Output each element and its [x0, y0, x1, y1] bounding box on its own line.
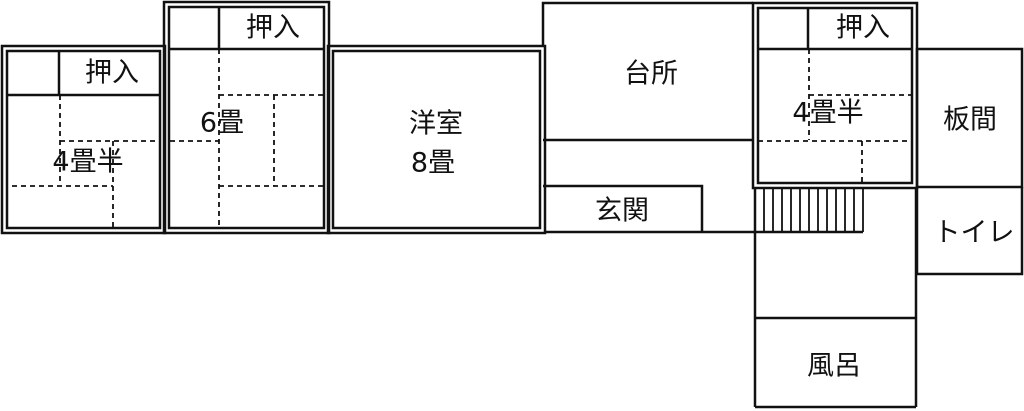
toilet-label: トイレ — [933, 217, 1015, 249]
kitchen-label: 台所 — [624, 58, 678, 90]
right-closet-label: 押入 — [836, 12, 890, 44]
western-room-label: 洋室 — [409, 108, 463, 140]
left-tatami-room-walls — [0, 44, 167, 235]
left-tatami-label: 4畳半 — [52, 146, 124, 178]
bath-label: 風呂 — [807, 350, 861, 382]
entrance-label: 玄関 — [595, 195, 649, 227]
wood-floor-toilet-walls — [915, 47, 1024, 276]
kitchen-entrance-walls — [541, 1, 863, 234]
right-tatami-label: 4畳半 — [792, 97, 864, 129]
six-tatami-label: 6畳 — [199, 107, 245, 139]
western-room-walls — [326, 44, 547, 235]
stairs — [754, 188, 864, 232]
wood-floor-label: 板間 — [943, 104, 997, 136]
six-closet-label: 押入 — [246, 12, 300, 44]
right-tatami-mat-lines — [758, 49, 912, 183]
western-size-label: 8畳 — [410, 147, 456, 179]
left-tatami-mat-lines — [12, 95, 160, 228]
left-closet-label: 押入 — [85, 57, 139, 89]
six-tatami-mat-lines — [170, 49, 323, 228]
